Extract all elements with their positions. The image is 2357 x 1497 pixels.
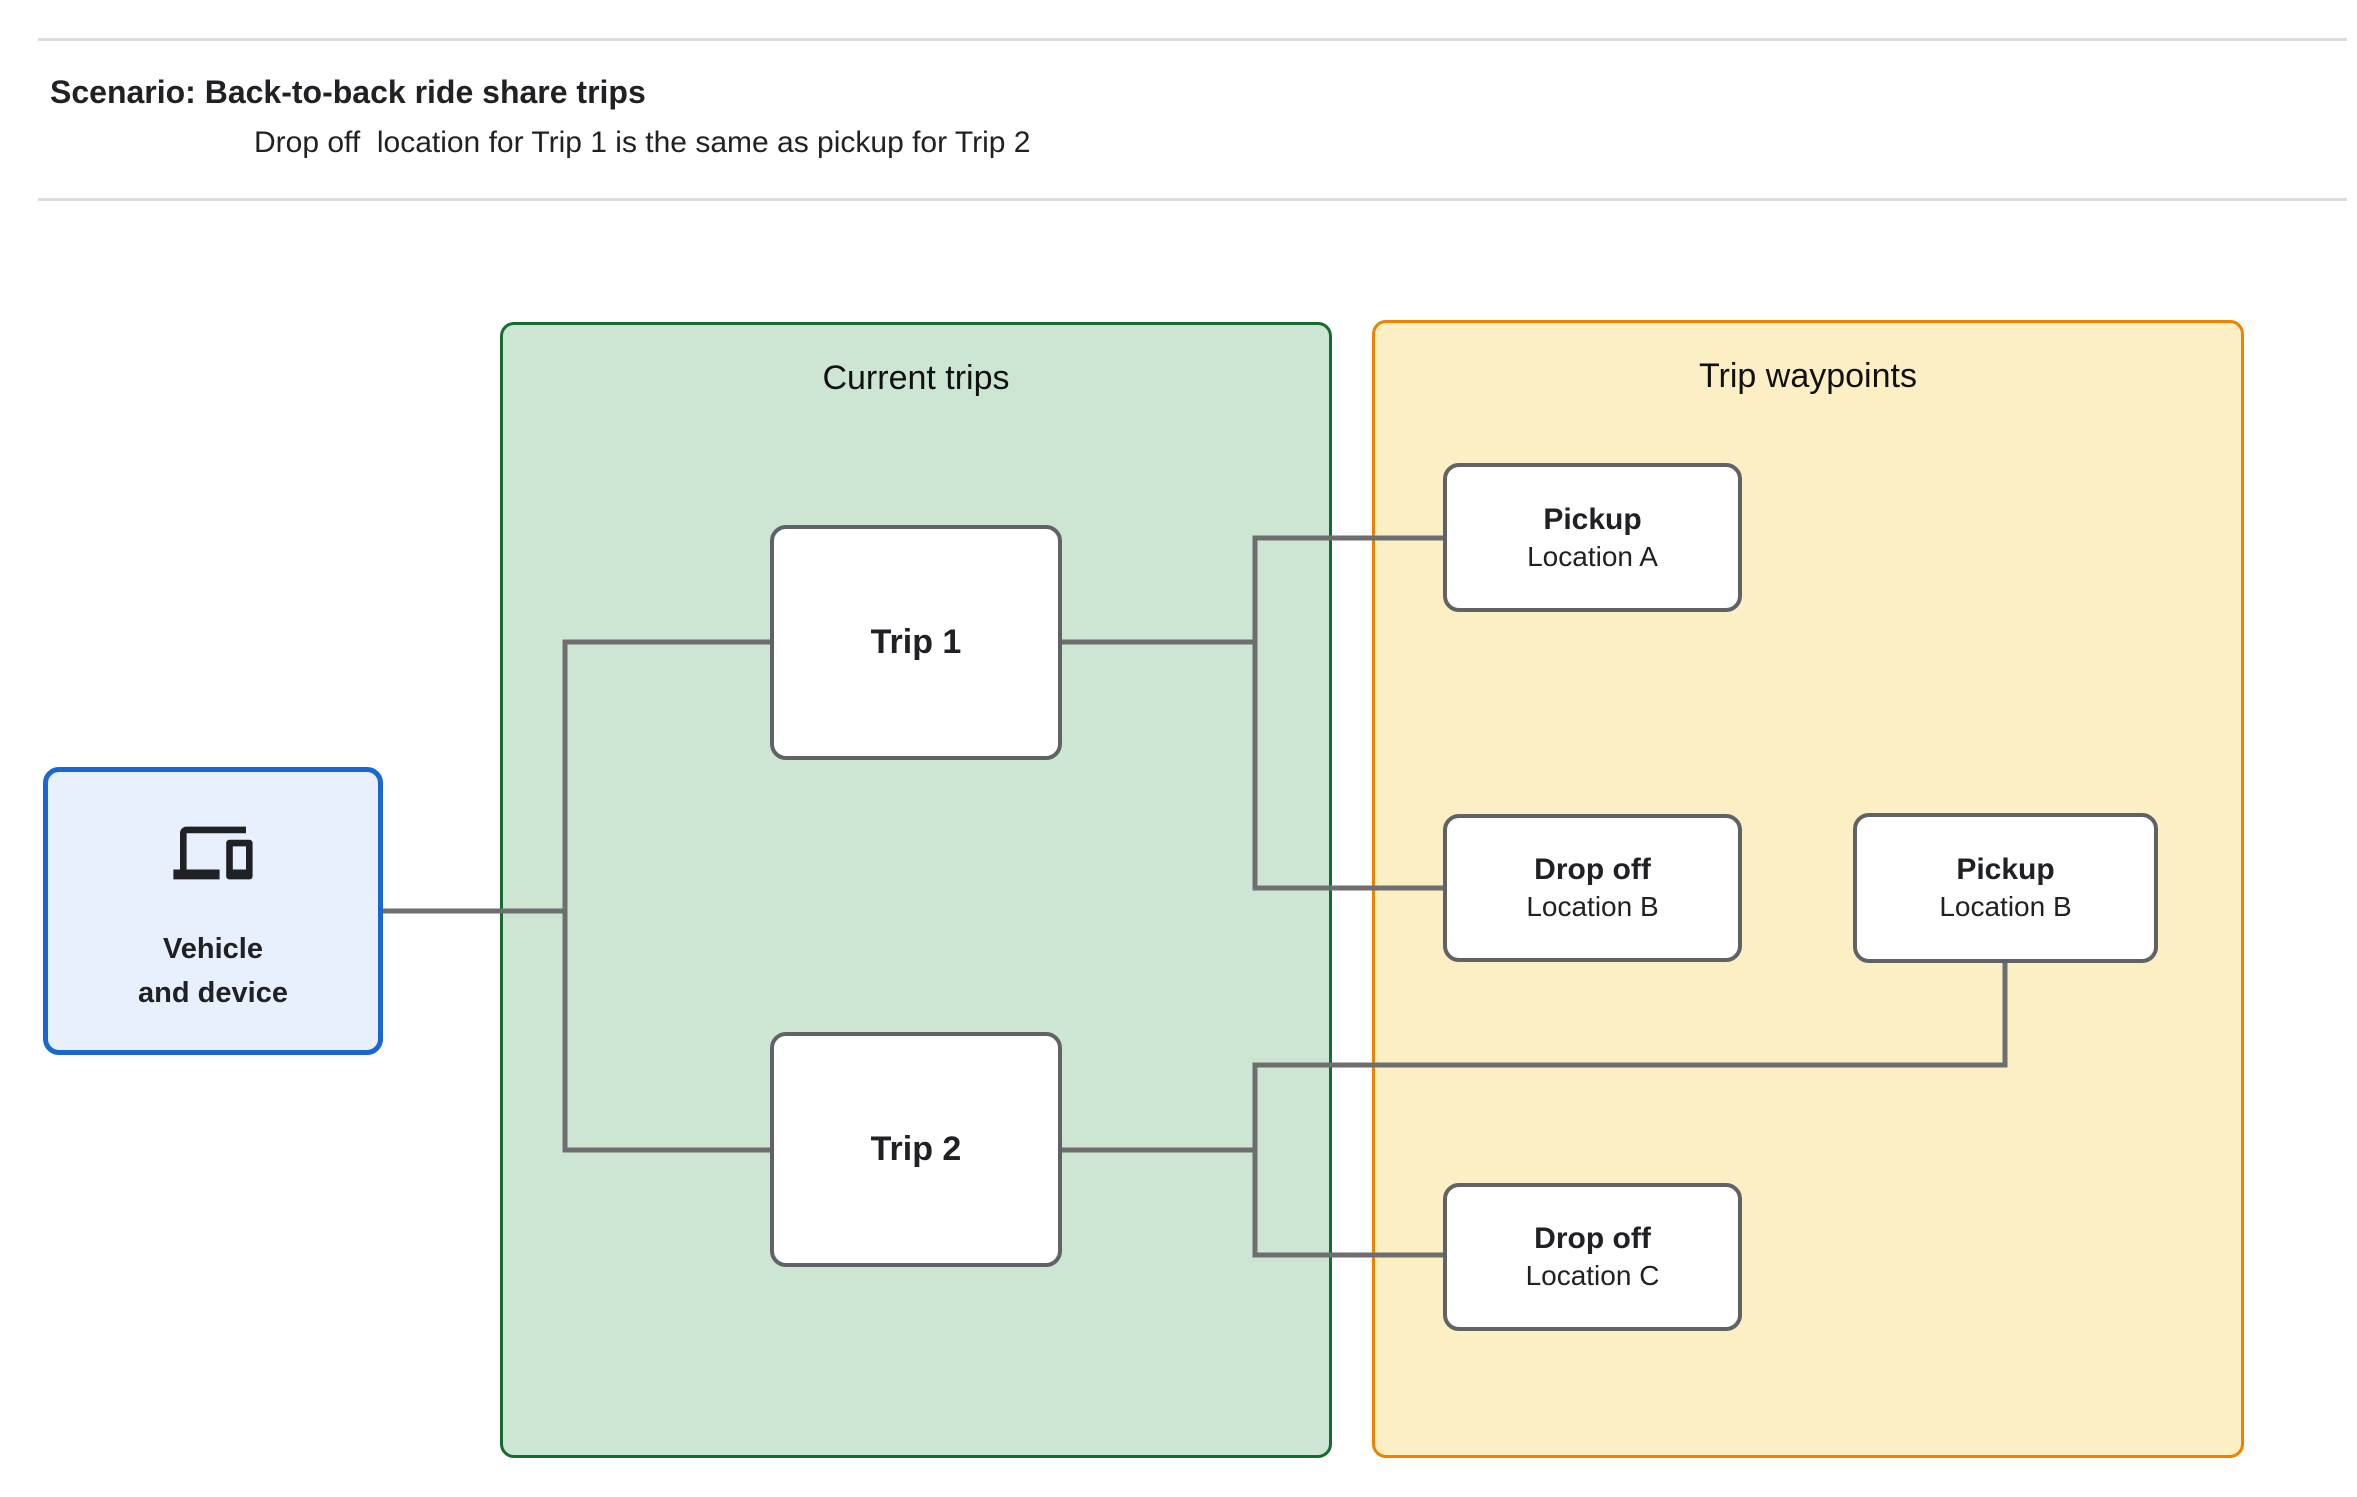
group-trip-waypoints-title: Trip waypoints [1699, 357, 1917, 395]
waypoint-dropoff-location-c-node: Drop off Location C [1443, 1183, 1742, 1331]
vehicle-device-node: Vehicle and device [43, 767, 383, 1055]
waypoint-subtitle: Location C [1525, 1260, 1660, 1292]
group-current-trips-title: Current trips [822, 359, 1010, 397]
vehicle-label: Vehicle and device [138, 928, 288, 1015]
group-current-trips: Current trips [500, 322, 1332, 1458]
trip-2-node: Trip 2 [770, 1032, 1062, 1267]
waypoint-title: Drop off [1534, 853, 1651, 887]
trip-1-node: Trip 1 [770, 525, 1062, 760]
waypoint-title: Drop off [1534, 1222, 1651, 1256]
connector-vehicle-to-trips [383, 639, 770, 1153]
trip-2-label: Trip 2 [870, 1130, 962, 1168]
connector-trip2-to-waypoints [1062, 963, 2008, 1258]
connector-trip1-to-waypoints [1062, 535, 1443, 891]
waypoint-pickup-location-a-node: Pickup Location A [1443, 463, 1742, 612]
divider-bottom [38, 198, 2347, 201]
vehicle-label-line2: and device [138, 976, 288, 1009]
waypoint-pickup-location-b-node: Pickup Location B [1853, 813, 2158, 963]
waypoint-subtitle: Location B [1526, 891, 1659, 923]
waypoint-title: Pickup [1956, 853, 2055, 887]
waypoint-title: Pickup [1543, 502, 1642, 536]
page-subtitle: Drop off location for Trip 1 is the same… [254, 126, 1031, 159]
trip-1-label: Trip 1 [870, 623, 962, 661]
waypoint-dropoff-location-b-node: Drop off Location B [1443, 814, 1742, 962]
vehicle-label-line1: Vehicle [163, 933, 263, 965]
waypoint-subtitle: Location A [1527, 540, 1658, 572]
page-title: Scenario: Back-to-back ride share trips [50, 74, 646, 110]
waypoint-subtitle: Location B [1939, 891, 2072, 923]
devices-icon [173, 826, 253, 880]
divider-top [38, 38, 2347, 41]
